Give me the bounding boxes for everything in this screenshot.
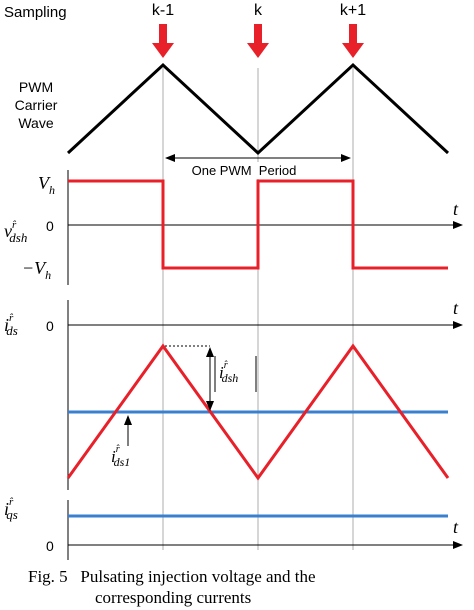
dc-var-base: i: [111, 447, 116, 466]
dc-var-sub: ds1: [114, 455, 131, 469]
q-current-var-hat: r̂: [9, 496, 14, 508]
sampling-label: Sampling: [4, 4, 67, 21]
injection-voltage-square-wave: [68, 179, 448, 270]
d-current-variable-label: ir̂ds: [4, 312, 18, 338]
carrier-label-line-3: Wave: [18, 115, 53, 131]
voltage-var-hat: r̂: [12, 219, 17, 231]
pwm-period-label-bg: [182, 162, 306, 179]
q-current-time-label: t: [453, 517, 459, 537]
amplitude-var-hat: r̂: [224, 360, 228, 371]
d-current-triangle-wave: [66, 343, 450, 481]
voltage-low-base: −V: [22, 258, 47, 278]
d-current-time-label: t: [453, 298, 459, 318]
voltage-high-sub: h: [49, 183, 55, 197]
voltage-var-sub: dsh: [9, 230, 27, 245]
marker-label-k: k: [254, 2, 263, 19]
carrier-triangle-wave: [66, 62, 450, 156]
sampling-guide-lines: [162, 68, 354, 550]
voltage-low-label: −Vh: [22, 258, 51, 282]
d-current-var-base: i: [4, 315, 9, 335]
d-current-var-hat: r̂: [9, 312, 14, 324]
voltage-var-base: v: [4, 221, 12, 241]
amplitude-label: ir̂dsh: [219, 360, 238, 385]
voltage-time-label: t: [453, 199, 459, 219]
caption-line-2: corresponding currents: [95, 588, 251, 607]
d-current-zero-label: 0: [46, 318, 54, 334]
voltage-high-base: V: [38, 173, 51, 193]
amplitude-var-base: i: [219, 363, 224, 382]
marker-label-k+1: k+1: [340, 2, 366, 19]
carrier-label-line-2: Carrier: [15, 97, 58, 113]
sampling-arrow-k-1: [152, 24, 174, 58]
d-current-var-sub: ds: [6, 323, 18, 338]
q-current-variable-label: ir̂qs: [4, 496, 18, 522]
sampling-arrow-k: [247, 24, 269, 58]
caption-line-1: Fig. 5 Pulsating injection voltage and t…: [28, 567, 316, 586]
pwm-period-label: One PWM Period: [192, 163, 297, 178]
q-current-zero-label: 0: [46, 538, 54, 554]
dc-component-label: ir̂ds1: [111, 444, 130, 469]
q-current-var-sub: qs: [6, 507, 18, 522]
marker-label-k-1: k-1: [152, 2, 174, 19]
sampling-arrow-k+1: [342, 24, 364, 58]
sampling-arrows: [152, 24, 364, 58]
amplitude-var-sub: dsh: [222, 371, 239, 385]
voltage-high-label: Vh: [38, 173, 55, 197]
voltage-low-sub: h: [45, 268, 51, 282]
carrier-label-line-1: PWM: [19, 79, 53, 95]
voltage-zero-label: 0: [46, 218, 54, 234]
q-current-var-base: i: [4, 499, 9, 519]
voltage-variable-label: vr̂dsh: [4, 219, 27, 245]
dc-var-hat: r̂: [116, 444, 120, 455]
